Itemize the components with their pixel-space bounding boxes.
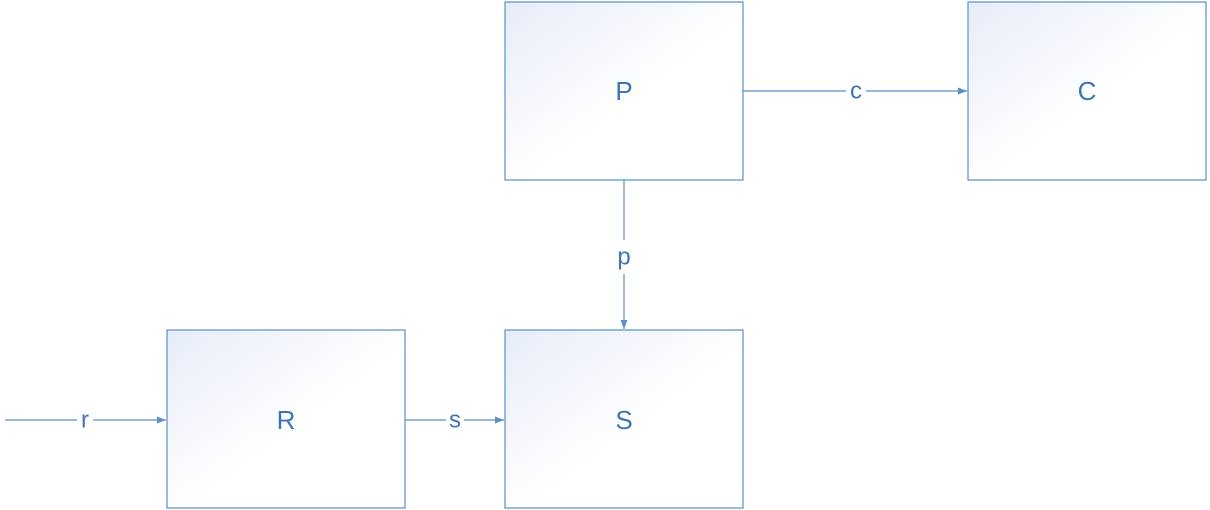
block-r-label: R bbox=[277, 405, 296, 435]
block-r-rect bbox=[166, 329, 406, 509]
edge-r-label: r bbox=[81, 407, 89, 434]
edge-s-label: s bbox=[449, 407, 461, 434]
block-c-label: C bbox=[1078, 76, 1097, 106]
edge-r: r bbox=[5, 405, 166, 435]
edge-p-label: p bbox=[617, 244, 630, 271]
block-r: R bbox=[166, 329, 406, 509]
edge-c: c bbox=[743, 76, 967, 106]
block-p: P bbox=[504, 1, 744, 181]
block-s-rect bbox=[504, 329, 744, 509]
edge-p: p bbox=[612, 180, 636, 329]
edge-c-label: c bbox=[850, 78, 862, 105]
edge-s: s bbox=[405, 405, 504, 435]
block-c-rect bbox=[967, 1, 1207, 181]
block-s-label: S bbox=[615, 405, 632, 435]
block-c: C bbox=[967, 1, 1207, 181]
block-p-label: P bbox=[615, 76, 632, 106]
block-p-rect bbox=[504, 1, 744, 181]
block-s: S bbox=[504, 329, 744, 509]
